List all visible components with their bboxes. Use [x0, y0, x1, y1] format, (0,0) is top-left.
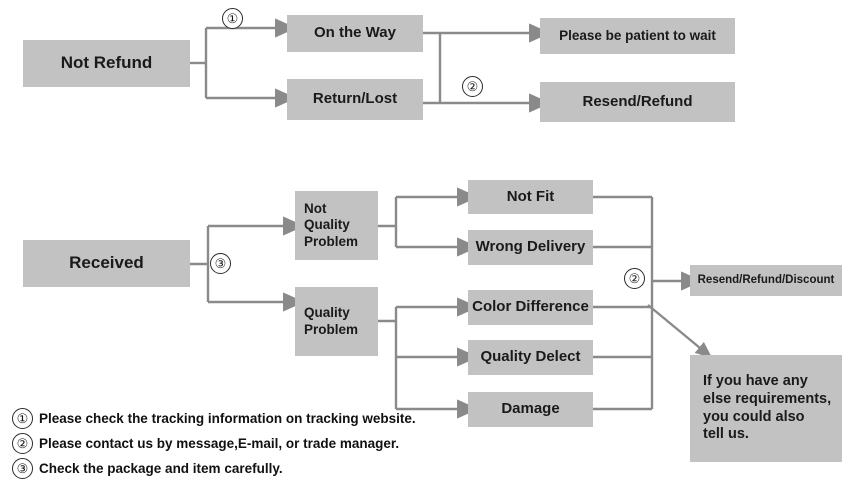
node-please-be-patient[interactable]: Please be patient to wait [540, 18, 735, 54]
marker-step-1-top: ① [222, 8, 243, 29]
note-item: ③ Check the package and item carefully. [12, 456, 482, 481]
node-damage[interactable]: Damage [468, 392, 593, 427]
marker-step-3: ③ [210, 253, 231, 274]
node-return-lost[interactable]: Return/Lost [287, 79, 423, 120]
node-not-fit[interactable]: Not Fit [468, 180, 593, 214]
note-number-3: ③ [12, 458, 33, 479]
node-not-refund[interactable]: Not Refund [23, 40, 190, 87]
node-other-requirements[interactable]: If you have any else requirements, you c… [690, 355, 842, 462]
node-quality-problem[interactable]: Quality Problem [295, 287, 378, 356]
node-quality-delect[interactable]: Quality Delect [468, 340, 593, 375]
node-not-quality-problem[interactable]: Not Quality Problem [295, 191, 378, 260]
node-color-difference[interactable]: Color Difference [468, 290, 593, 325]
note-number-2: ② [12, 433, 33, 454]
marker-step-2-bottom: ② [624, 268, 645, 289]
node-resend-refund[interactable]: Resend/Refund [540, 82, 735, 122]
note-text-3: Check the package and item carefully. [39, 461, 283, 476]
note-item: ② Please contact us by message,E-mail, o… [12, 431, 482, 456]
notes-list: ① Please check the tracking information … [12, 406, 482, 481]
note-text-1: Please check the tracking information on… [39, 411, 416, 426]
note-number-1: ① [12, 408, 33, 429]
edge-to-otherrequirements [647, 304, 713, 359]
note-item: ① Please check the tracking information … [12, 406, 482, 431]
node-wrong-delivery[interactable]: Wrong Delivery [468, 230, 593, 265]
node-on-the-way[interactable]: On the Way [287, 15, 423, 52]
note-text-2: Please contact us by message,E-mail, or … [39, 436, 400, 451]
node-received[interactable]: Received [23, 240, 190, 287]
node-resend-refund-discount[interactable]: Resend/Refund/Discount [690, 265, 842, 296]
marker-step-2-top: ② [462, 76, 483, 97]
